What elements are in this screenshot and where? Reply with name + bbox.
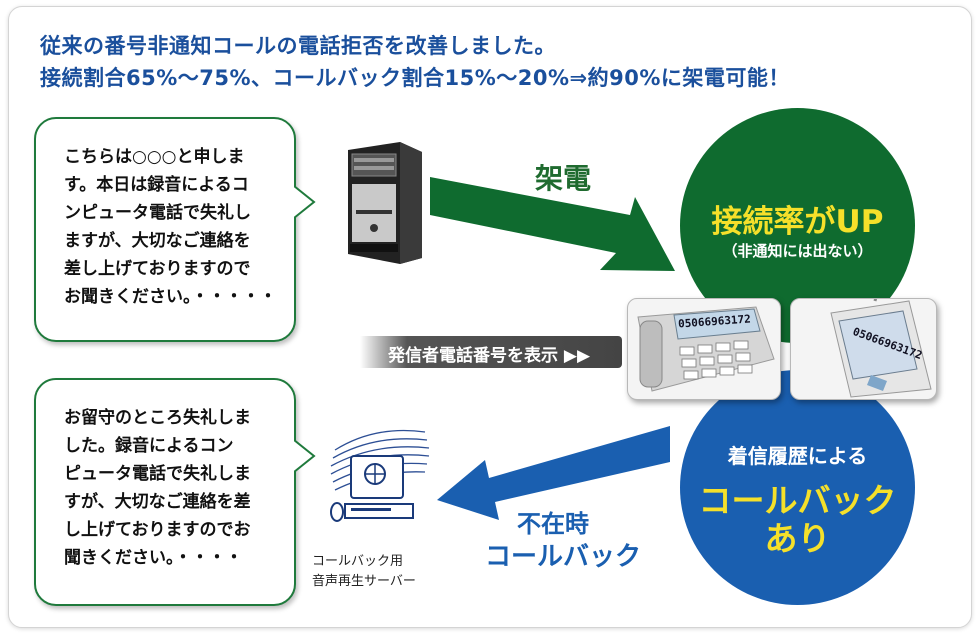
callback-circle-line-1: 着信履歴による — [727, 444, 868, 468]
desk-phone-icon — [637, 306, 775, 392]
bubble-top-line: 差し上げておりますので — [64, 259, 251, 279]
absence-label-line-1: 不在時 — [517, 510, 589, 538]
callback-circle — [680, 370, 915, 605]
absence-label-line-2: コールバック — [485, 542, 642, 572]
bubble-bottom-line: した。録音によるコン — [64, 436, 234, 456]
callback-circle-line-3: あり — [764, 519, 831, 558]
mobile-phone-icon — [830, 292, 932, 398]
call-arrow — [430, 177, 675, 271]
bubble-top-line: ンピュータ電話で失礼し — [64, 203, 251, 223]
bubble-bottom-line: お留守のところ失礼しま — [64, 408, 251, 428]
bubble-bottom-line: ピュータ電話で失礼しま — [64, 464, 251, 484]
headline-line-1: 従来の番号非通知コールの電話拒否を改善しました。 — [40, 34, 556, 58]
desk-phone-card: 05066963172 — [627, 298, 781, 400]
bubble-bottom-line: すが、大切なご連絡を差 — [64, 492, 251, 512]
caller-id-label: 発信者電話番号を表示 ▶▶ — [388, 346, 591, 366]
bubble-top-line: こちらは○○○と申しま — [64, 147, 245, 167]
bubble-top-line: ますが、大切なご連絡を — [64, 231, 251, 251]
headline-line-2: 接続割合65%〜75%、コールバック割合15%〜20%⇒約90%に架電可能！ — [40, 66, 790, 90]
server-label-line-1: コールバック用 — [312, 554, 404, 569]
server-monitor-icon — [330, 429, 430, 522]
caller-id-bar: 発信者電話番号を表示 ▶▶ — [360, 336, 622, 368]
speech-bubble-bottom: お留守のところ失礼しま した。録音によるコン ピュータ電話で失礼しま すが、大切… — [34, 378, 296, 606]
bubble-bottom-line: 聞きください。・・・・ — [64, 548, 243, 568]
server-label-line-2: 音声再生サーバー — [312, 574, 416, 589]
connection-rate-title: 接続率がUP — [711, 204, 884, 240]
speech-bubble-top: こちらは○○○と申しま す。本日は録音によるコ ンピュータ電話で失礼し ますが、… — [34, 117, 296, 342]
mobile-phone-card: 05066963172 — [790, 292, 937, 400]
bubble-top-tail — [294, 186, 316, 219]
bubble-bottom-line: し上げておりますのでお — [64, 520, 251, 540]
call-label: 架電 — [535, 162, 592, 195]
bubble-top-line: す。本日は録音によるコ — [64, 175, 249, 195]
callback-arrow — [437, 426, 670, 520]
bubble-bottom-tail — [294, 440, 316, 473]
callback-circle-line-2: コールバック — [698, 481, 897, 520]
server-label: コールバック用 音声再生サーバー — [312, 552, 416, 592]
tower-pc-icon — [348, 142, 422, 264]
connection-rate-subtitle: （非通知には出ない） — [722, 242, 873, 260]
bubble-top-line: お聞きください。・・・・・ — [64, 287, 277, 307]
